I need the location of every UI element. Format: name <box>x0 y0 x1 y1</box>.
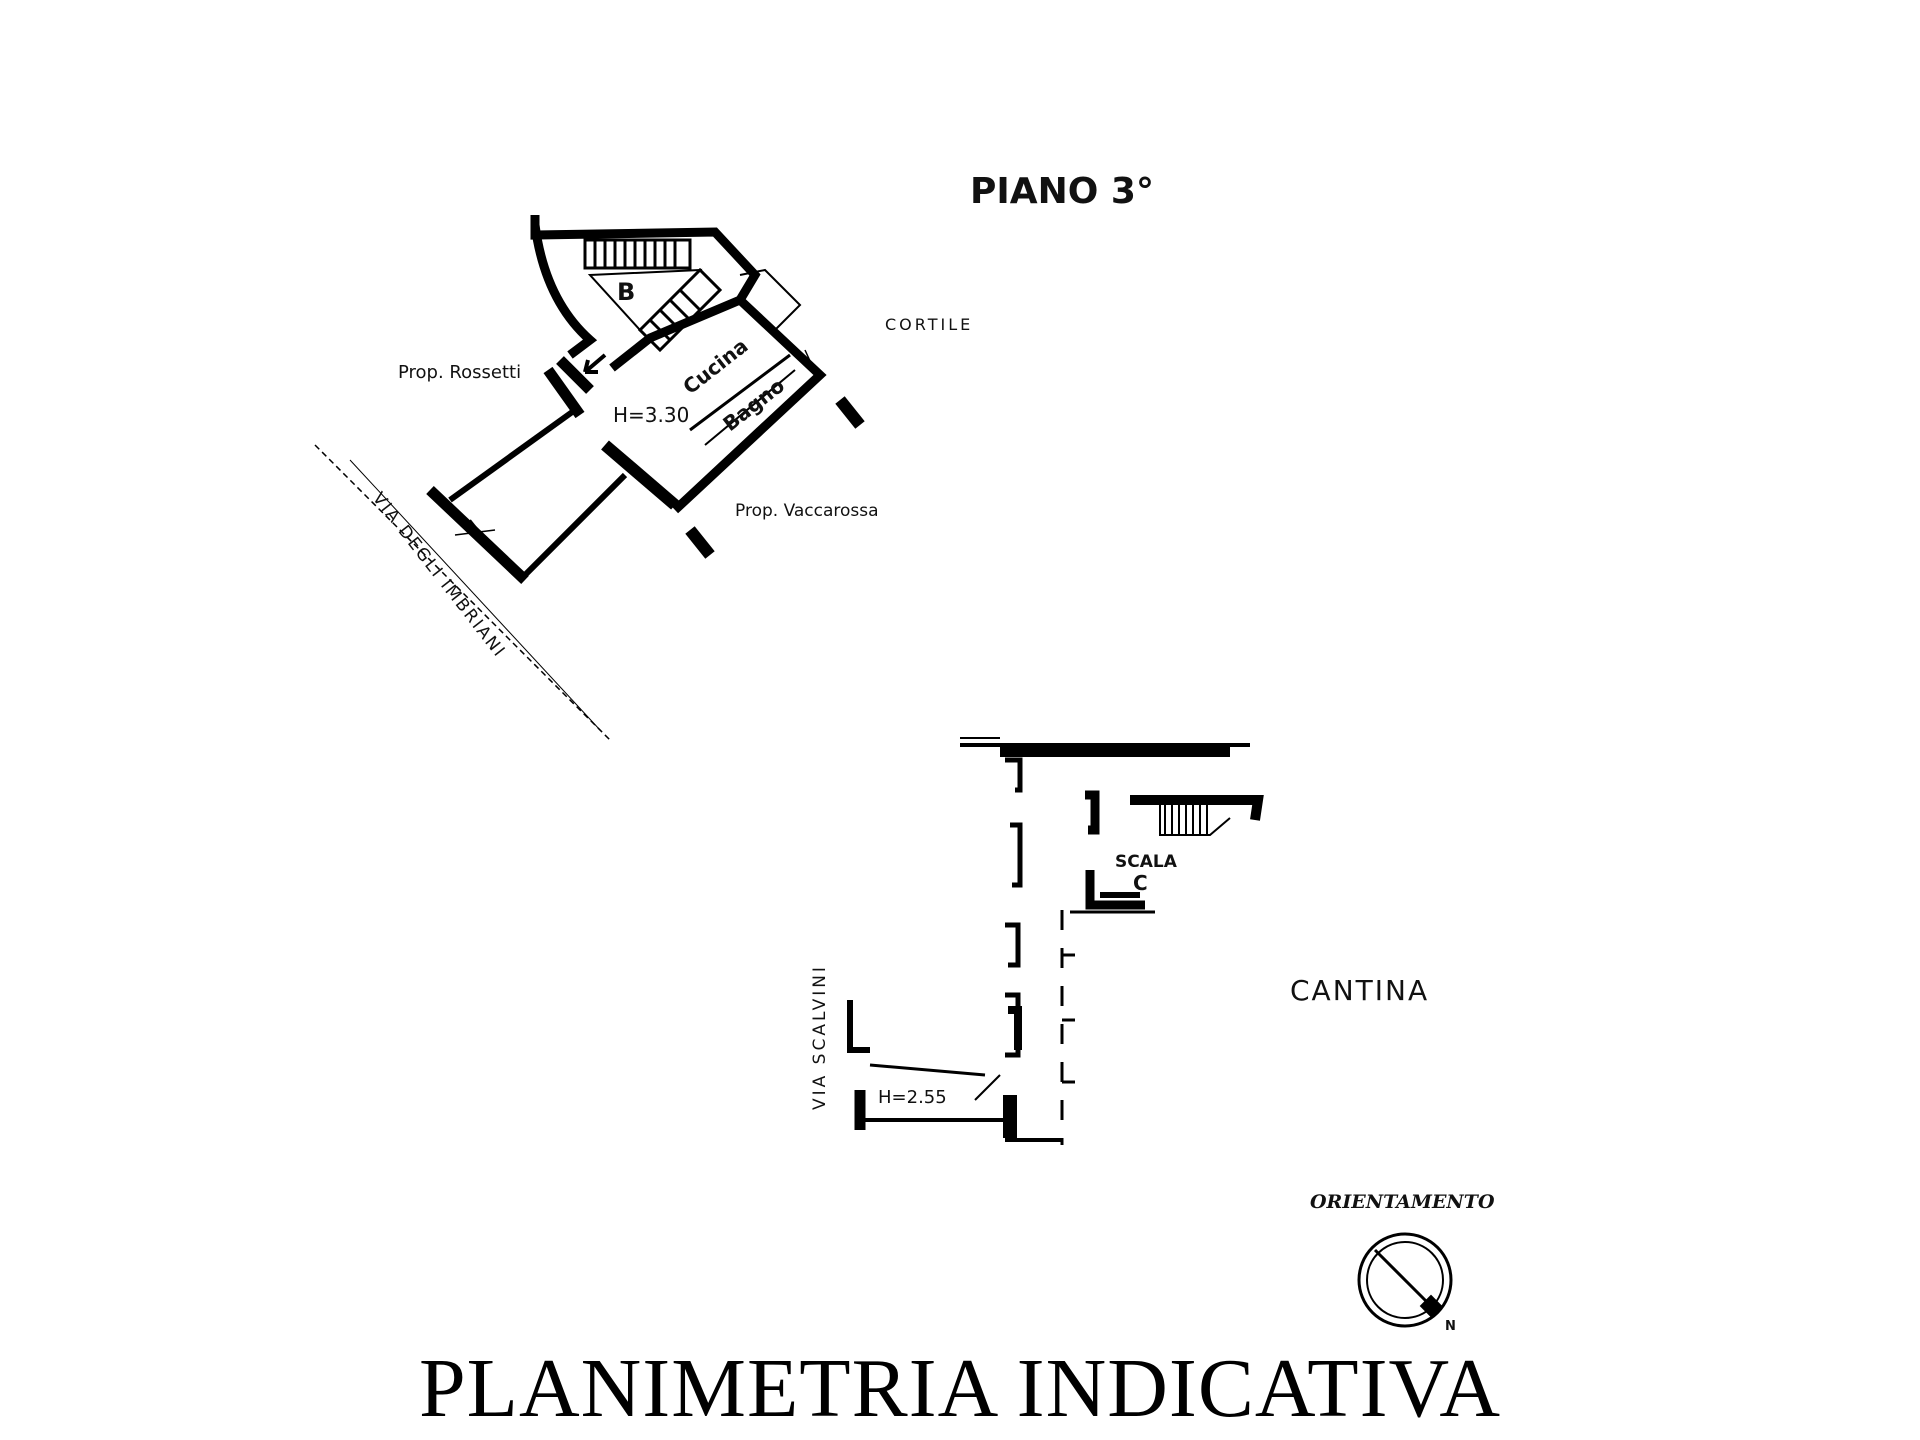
label-street-lower: VIA SCALVINI <box>810 964 830 1110</box>
label-orientation: ORIENTAMENTO <box>1310 1191 1495 1213</box>
stair-b-label: B <box>617 278 635 306</box>
entrance-arrow-icon <box>583 353 607 374</box>
floor-title: PIANO 3° <box>970 171 1154 212</box>
label-cucina: Cucina <box>678 334 752 399</box>
label-cortile: CORTILE <box>885 315 973 334</box>
orientation-compass: ORIENTAMENTO N <box>1310 1191 1495 1334</box>
label-scala: SCALA <box>1115 852 1178 872</box>
stair-b-treads <box>583 238 723 353</box>
cantina-plan <box>847 737 1264 1145</box>
label-scala-letter: C <box>1133 871 1148 895</box>
label-street-upper: VIA DEGLI IMBRIANI <box>368 489 509 662</box>
label-cantina: CANTINA <box>1290 974 1429 1007</box>
compass-outer-ring <box>1357 1232 1453 1328</box>
label-prop-vaccarossa: Prop. Vaccarossa <box>735 501 879 521</box>
label-height-upper: H=3.30 <box>613 403 689 427</box>
label-north: N <box>1445 1319 1456 1334</box>
compass-inner-ring <box>1366 1241 1444 1319</box>
north-marker-icon <box>1419 1294 1443 1318</box>
compass-needle <box>1373 1248 1437 1312</box>
label-prop-rossetti: Prop. Rossetti <box>398 362 521 383</box>
upper-floor-plan: B CORTILE Prop. Rossetti Prop. Vaccaross… <box>314 215 973 741</box>
label-height-lower: H=2.55 <box>878 1087 947 1108</box>
footer-title: PLANIMETRIA INDICATIVA <box>418 1342 1502 1435</box>
